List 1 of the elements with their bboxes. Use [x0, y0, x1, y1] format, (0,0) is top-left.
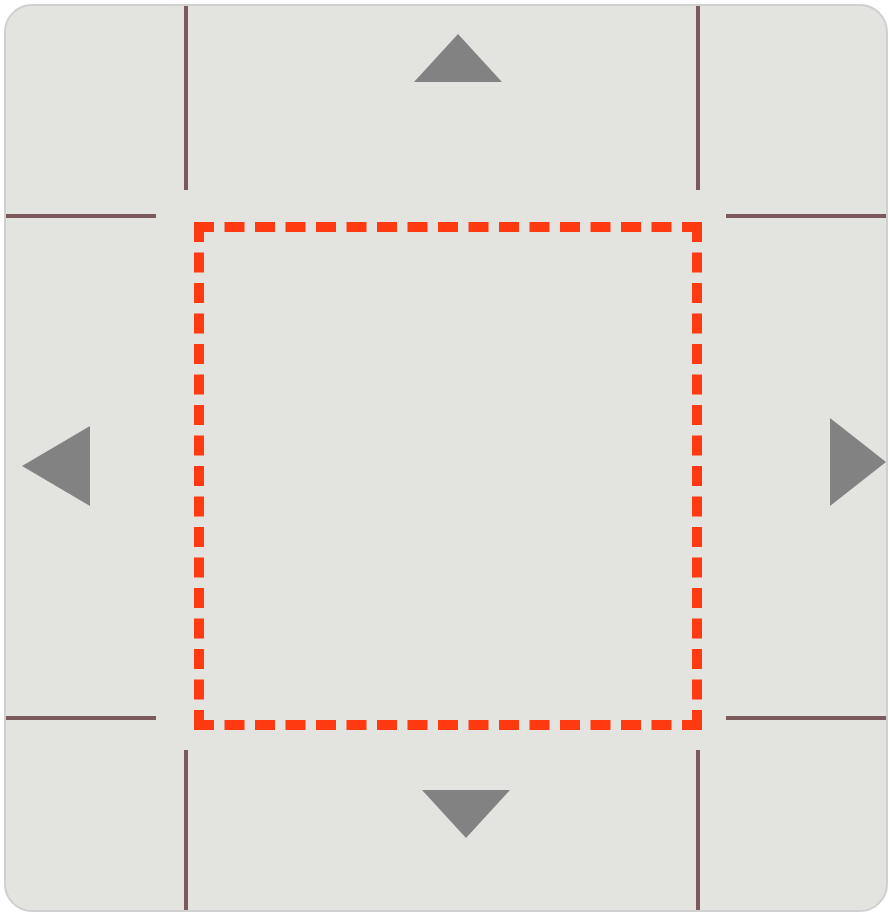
dashed-square — [194, 222, 702, 730]
